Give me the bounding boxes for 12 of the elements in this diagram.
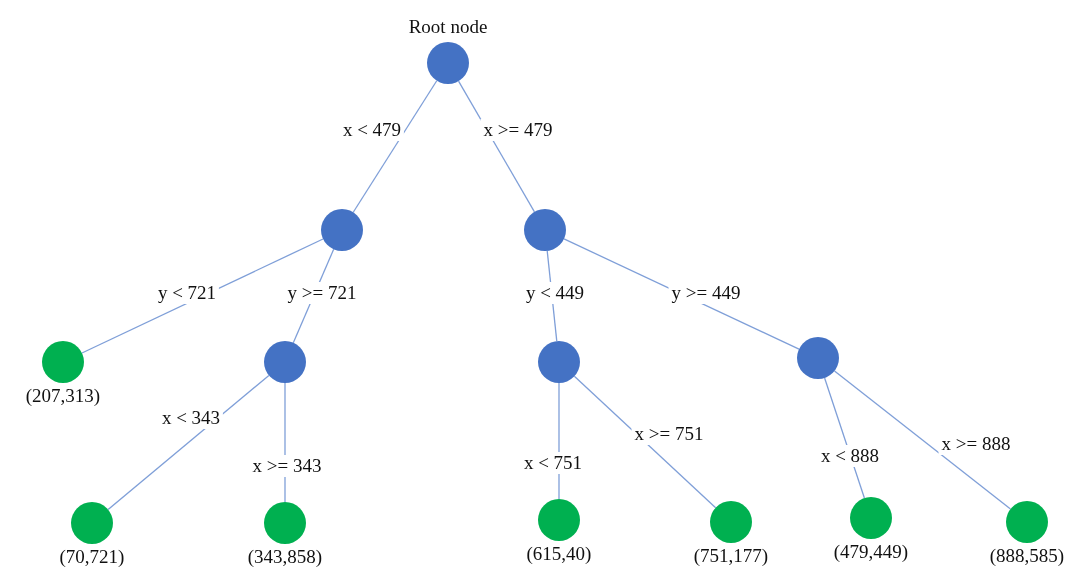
connector-line — [107, 374, 270, 511]
node-label: (751,177) — [693, 545, 769, 567]
node-label: Root node — [408, 16, 488, 38]
connector-line — [573, 375, 717, 509]
node-label: (888,585) — [989, 545, 1065, 567]
node-label: (207,313) — [25, 385, 101, 407]
connector-line — [352, 80, 438, 213]
node-label: (343,858) — [247, 546, 323, 568]
node-label: (479,449) — [833, 541, 909, 563]
node-label: (615,40) — [526, 543, 592, 565]
node-label: (70,721) — [59, 546, 125, 568]
connector-line — [833, 370, 1012, 510]
